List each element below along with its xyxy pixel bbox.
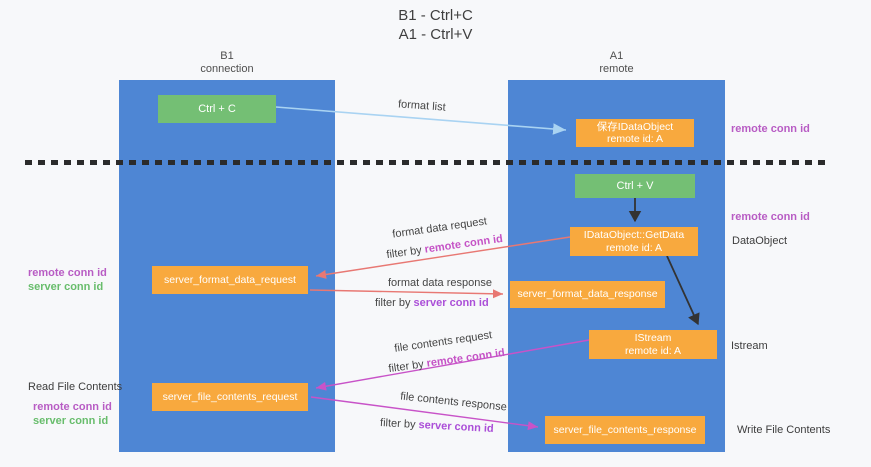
getdata-line1: IDataObject::GetData xyxy=(583,229,685,241)
getdata-line2: remote id: A xyxy=(605,241,663,254)
filter-by-text: filter by xyxy=(375,297,414,309)
save-idataobject-box: 保存IDataObject remote id: A xyxy=(576,119,694,147)
ctrl-v-label: Ctrl + V xyxy=(616,180,654,192)
ctrl-v-box: Ctrl + V xyxy=(575,174,695,198)
server-format-data-response-label: server_format_data_response xyxy=(517,288,658,301)
remote-conn-id-left-2: remote conn id xyxy=(33,401,112,413)
left-column-name: B1 xyxy=(220,50,234,62)
server-conn-id-filter: server conn id xyxy=(413,297,489,309)
server-file-contents-request-box: server_file_contents_request xyxy=(152,383,308,411)
server-file-contents-request-label: server_file_contents_request xyxy=(162,390,298,403)
filter-by-server-1: filter by server conn id xyxy=(375,297,489,309)
left-column-subtitle: connection xyxy=(200,63,254,75)
title-line-2: A1 - Ctrl+V xyxy=(398,26,473,43)
write-file-contents-label: Write File Contents xyxy=(737,424,831,436)
right-column-name: A1 xyxy=(609,50,624,62)
section-divider-dashed-line xyxy=(25,160,830,165)
right-column-header: A1 remote xyxy=(508,50,725,76)
ctrl-c-box: Ctrl + C xyxy=(158,95,276,123)
left-column-header: B1 connection xyxy=(119,50,335,76)
istream-line1: IStream xyxy=(634,332,672,344)
read-file-contents-label: Read File Contents xyxy=(28,381,123,393)
right-column-subtitle: remote xyxy=(599,63,634,75)
filter-by-text: filter by xyxy=(387,357,428,376)
format-data-response-arrow xyxy=(309,289,504,299)
save-idataobject-line1: 保存IDataObject xyxy=(596,120,674,133)
filter-by-text: filter by xyxy=(385,243,426,262)
server-conn-id-left-2: server conn id xyxy=(33,415,109,427)
server-format-data-request-label: server_format_data_request xyxy=(164,273,296,286)
ctrl-c-label: Ctrl + C xyxy=(198,103,236,115)
idataobject-getdata-box: IDataObject::GetData remote id: A xyxy=(570,227,698,256)
title-line-1: B1 - Ctrl+C xyxy=(398,7,473,24)
remote-conn-id-left-1: remote conn id xyxy=(28,267,107,279)
filter-by-server-2: filter by server conn id xyxy=(380,417,494,435)
remote-conn-id-right-2: remote conn id xyxy=(731,211,810,223)
istream-side-label: Istream xyxy=(731,340,768,352)
istream-line2: remote id: A xyxy=(624,344,682,357)
istream-box: IStream remote id: A xyxy=(589,330,717,359)
save-idataobject-line2: remote id: A xyxy=(606,133,664,145)
server-conn-id-left-1: server conn id xyxy=(28,281,104,293)
filter-by-text: filter by xyxy=(379,417,419,432)
server-file-contents-response-label: server_file_contents_response xyxy=(553,423,697,436)
format-list-label: format list xyxy=(397,98,447,114)
remote-conn-id-right-1: remote conn id xyxy=(731,123,810,135)
dataobject-label: DataObject xyxy=(732,235,788,247)
remote-conn-id-filter: remote conn id xyxy=(423,232,504,256)
format-data-response-label: format data response xyxy=(388,277,492,289)
file-contents-response-label: file contents response xyxy=(399,390,508,414)
remote-conn-id-filter: remote conn id xyxy=(425,346,506,370)
diagram-title: B1 - Ctrl+C A1 - Ctrl+V xyxy=(0,6,871,44)
server-file-contents-response-box: server_file_contents_response xyxy=(545,416,705,444)
server-format-data-response-box: server_format_data_response xyxy=(510,281,665,308)
server-format-data-request-box: server_format_data_request xyxy=(152,266,308,294)
server-conn-id-filter: server conn id xyxy=(418,419,494,435)
